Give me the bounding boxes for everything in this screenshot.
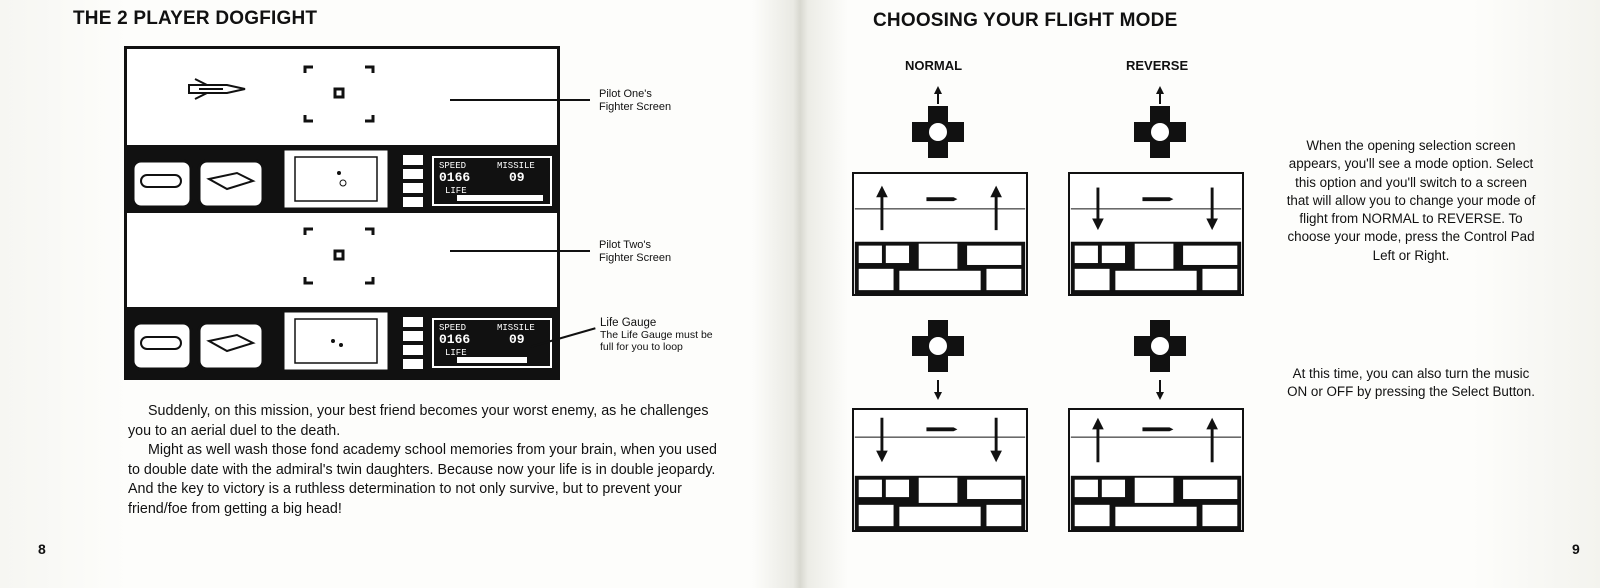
page-number: 9: [1572, 541, 1580, 557]
hud-missile-label: MISSILE: [497, 161, 535, 171]
hud-speed-label: SPEED: [439, 323, 466, 333]
callout-title: Pilot Two's: [599, 239, 652, 251]
callout-title: Pilot One's: [599, 88, 652, 100]
paragraph: Suddenly, on this mission, your best fri…: [128, 403, 709, 439]
callout-life-gauge: Life Gauge The Life Gauge must be full f…: [600, 317, 713, 353]
hud-life-label: LIFE: [445, 186, 467, 196]
flight-mode-screen-reverse-down: [1068, 172, 1244, 296]
down-arrow-icon: [876, 417, 888, 463]
page-heading: CHOOSING YOUR FLIGHT MODE: [873, 10, 1178, 31]
hud-missile-value: 09: [509, 332, 525, 347]
hud-life-label: LIFE: [445, 348, 467, 358]
callout-title: Life Gauge: [600, 317, 657, 329]
callout-subtitle: Fighter Screen: [599, 252, 672, 264]
mode-label-normal: NORMAL: [905, 58, 963, 73]
mode-label-reverse: REVERSE: [1126, 58, 1189, 73]
hud-missile-label: MISSILE: [497, 323, 535, 333]
crosshair-icon: [303, 227, 375, 285]
callout-leader-line: [450, 99, 590, 101]
callout-pilot-one: Pilot One's Fighter Screen: [599, 88, 671, 114]
page-8: THE 2 PLAYER DOGFIGHT: [38, 8, 728, 557]
down-arrow-icon: [990, 417, 1002, 463]
body-text: Suddenly, on this mission, your best fri…: [128, 402, 728, 519]
paragraph: Might as well wash those fond academy sc…: [128, 442, 717, 517]
crosshair-icon: [303, 65, 375, 123]
dogfight-screen-illustration: SPEED MISSILE 0166 09 LIFE: [127, 65, 557, 377]
flight-mode-screen-normal-up: [852, 172, 1028, 296]
down-arrow-icon: [1092, 187, 1104, 231]
up-arrow-icon: [1092, 417, 1104, 463]
hud-speed-label: SPEED: [439, 161, 466, 171]
page-heading: THE 2 PLAYER DOGFIGHT: [73, 8, 318, 29]
control-pad-icon: [912, 86, 964, 158]
mode-instructions: When the opening selection screen appear…: [1286, 138, 1536, 263]
hud-missile-value: 09: [509, 170, 525, 185]
control-pad-icon: [1134, 320, 1186, 400]
flight-mode-screen-reverse-up: [1068, 408, 1244, 532]
up-arrow-icon: [990, 185, 1002, 231]
control-pad-icon: [912, 320, 964, 400]
callout-desc: The Life Gauge must be: [600, 329, 713, 341]
up-arrow-icon: [876, 185, 888, 231]
page-number: 8: [38, 541, 46, 557]
page-9: CHOOSING YOUR FLIGHT MODE NORMAL REVERSE: [808, 0, 1600, 588]
flight-mode-screen-normal-down: [852, 408, 1028, 532]
callout-desc: full for you to loop: [600, 341, 683, 353]
callout-leader-line: [450, 250, 590, 252]
down-arrow-icon: [1206, 187, 1218, 231]
up-arrow-icon: [1206, 417, 1218, 463]
hud-speed-value: 0166: [439, 170, 470, 185]
jet-fighter-icon: [188, 78, 246, 100]
cockpit-panel: SPEED MISSILE 0166 09 LIFE: [127, 307, 557, 377]
hud-speed-value: 0166: [439, 332, 470, 347]
dogfight-screenshot: SPEED MISSILE 0166 09 LIFE: [124, 46, 560, 380]
control-pad-icon: [1134, 86, 1186, 158]
callout-subtitle: Fighter Screen: [599, 101, 672, 113]
cockpit-panel: SPEED MISSILE 0166 09 LIFE: [127, 145, 557, 213]
music-instructions: At this time, you can also turn the musi…: [1287, 366, 1535, 400]
callout-pilot-two: Pilot Two's Fighter Screen: [599, 239, 671, 265]
